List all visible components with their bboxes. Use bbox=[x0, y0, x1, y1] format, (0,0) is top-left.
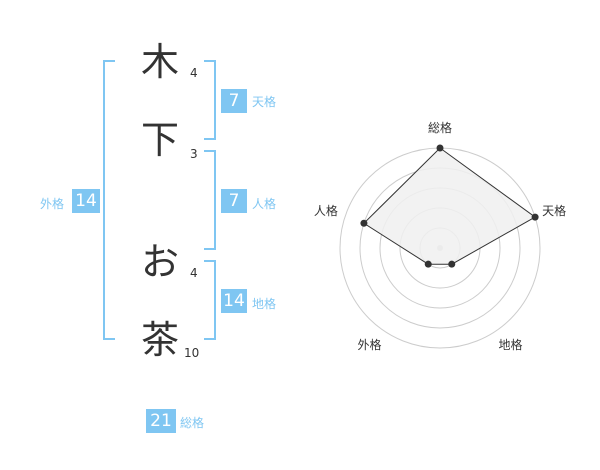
jinkaku-label: 人格 bbox=[252, 197, 277, 211]
soukaku-label: 総格 bbox=[180, 416, 205, 430]
radar-axis-label-3: 地格 bbox=[499, 337, 523, 352]
stroke-count-4: 10 bbox=[184, 346, 200, 360]
jinkaku-badge: 7 bbox=[221, 189, 247, 213]
radar-point-1 bbox=[436, 144, 444, 152]
radar-axis-label-5: 人格 bbox=[314, 203, 338, 218]
chikaku-bracket bbox=[204, 260, 216, 340]
gaikaku-label: 外格 bbox=[40, 197, 65, 211]
name-char-2: 下 bbox=[140, 118, 179, 162]
radar-point-5 bbox=[360, 219, 368, 227]
gaikaku-badge: 14 bbox=[72, 189, 100, 213]
tenkaku-bracket bbox=[204, 60, 216, 140]
stroke-count-3: 4 bbox=[190, 266, 198, 280]
tenkaku-badge: 7 bbox=[221, 89, 247, 113]
stroke-count-2: 3 bbox=[190, 147, 198, 161]
name-char-4: 茶 bbox=[140, 318, 179, 362]
radar-axis-label-1: 総格 bbox=[428, 120, 452, 135]
stroke-count-1: 4 bbox=[190, 66, 198, 80]
radar-point-3 bbox=[448, 260, 456, 268]
radar-axis-label-2: 天格 bbox=[542, 203, 566, 218]
name-char-1: 木 bbox=[140, 40, 179, 84]
tenkaku-label: 天格 bbox=[252, 95, 277, 109]
gaikaku-bracket bbox=[103, 60, 115, 340]
radar-polygon bbox=[363, 147, 537, 265]
radar-point-4 bbox=[424, 260, 432, 268]
radar-axis-label-4: 外格 bbox=[357, 337, 381, 352]
soukaku-badge: 21 bbox=[146, 409, 176, 433]
chikaku-badge: 14 bbox=[221, 289, 247, 313]
name-char-3: お bbox=[140, 240, 179, 284]
chikaku-label: 地格 bbox=[252, 297, 277, 311]
jinkaku-bracket bbox=[204, 150, 216, 250]
radar-point-2 bbox=[531, 213, 539, 221]
